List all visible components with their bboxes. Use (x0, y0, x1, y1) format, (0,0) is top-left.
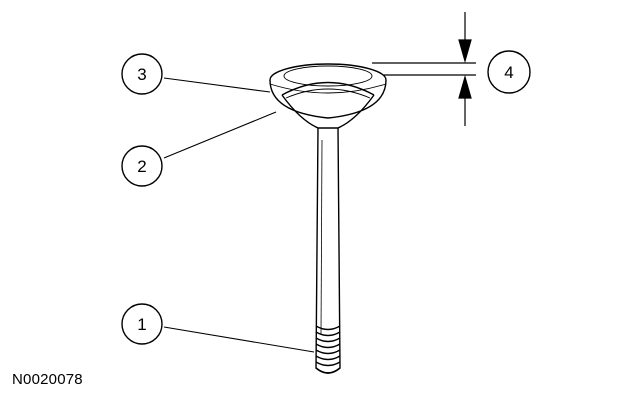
callout-4-label: 4 (504, 63, 513, 82)
margin-dimension-indicator (372, 12, 476, 126)
callout-2: 2 (121, 145, 163, 187)
callout-2-label: 2 (137, 157, 146, 176)
callout-1-label: 1 (137, 315, 146, 334)
callout-1: 1 (121, 303, 163, 345)
valve-stem (315, 127, 341, 374)
leader-lines (163, 77, 315, 353)
stem-keeper-grooves (315, 325, 341, 374)
callout-3-label: 3 (137, 65, 146, 84)
callout-4: 4 (487, 50, 531, 94)
figure-reference-id: N0020078 (12, 371, 83, 388)
callout-3: 3 (121, 53, 163, 95)
valve-head (269, 63, 387, 129)
